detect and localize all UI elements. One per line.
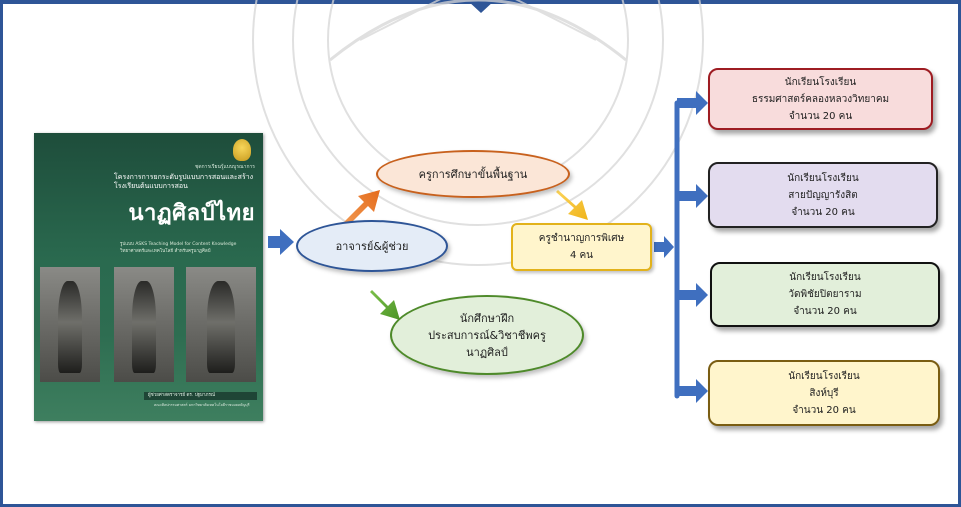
top-arrow-notch — [467, 0, 495, 13]
arrow-lecturer-to-basic-teacher — [344, 190, 380, 226]
dancer-photo — [114, 267, 174, 382]
school-box-line: นักเรียนโรงเรียน — [784, 76, 857, 88]
cover-subtitle: โครงการการยกระดับรูปแบบการสอนและสร้างโรง… — [114, 173, 254, 190]
school-box-1: นักเรียนโรงเรียน ธรรมศาสตร์คลองหลวงวิทยา… — [708, 68, 933, 130]
school-box-line: จำนวน 20 คน — [791, 206, 855, 218]
dancer-photo — [186, 267, 256, 382]
school-box-line: สายปัญญารังสิต — [788, 189, 858, 201]
basic-teacher-label: ครูการศึกษาขั้นพื้นฐาน — [418, 168, 528, 181]
arrow-to-school-2 — [677, 184, 708, 208]
basic-teacher-node: ครูการศึกษาขั้นพื้นฐาน — [376, 150, 570, 198]
cover-author: ผู้ช่วยศาสตราจารย์ ดร. ปฐมาภรณ์ — [144, 392, 257, 400]
expert-teacher-node: ครูชำนาญการพิเศษ 4 คน — [511, 223, 652, 271]
school-box-4: นักเรียนโรงเรียน สิงห์บุรี จำนวน 20 คน — [708, 360, 940, 426]
cover-credits: คณะศิลปกรรมศาสตร์ มหาวิทยาลัยเทคโนโลยีรา… — [154, 403, 250, 407]
student-teacher-line: นักศึกษาฝึก — [459, 311, 515, 325]
lecturer-node: อาจารย์&ผู้ช่วย — [296, 220, 448, 272]
arrow-lecturer-to-student-teacher — [370, 290, 400, 320]
school-box-line: นักเรียนโรงเรียน — [787, 172, 859, 184]
school-box-line: จำนวน 20 คน — [792, 404, 856, 416]
school-box-line: จำนวน 20 คน — [793, 306, 857, 317]
expert-teacher-line: ครูชำนาญการพิเศษ — [538, 233, 625, 244]
dancer-photo — [40, 267, 100, 382]
school-box-3: นักเรียนโรงเรียน วัดพิชัยปิตยาราม จำนวน … — [710, 262, 940, 327]
school-box-line: สิงห์บุรี — [809, 387, 839, 399]
arrow-basic-teacher-to-expert — [556, 190, 588, 220]
student-teacher-node: นักศึกษาฝึก ประสบการณ์&วิชาชีพครู นาฏศิล… — [390, 295, 584, 375]
arrow-expert-to-branch — [654, 236, 674, 258]
school-box-line: ธรรมศาสตร์คลองหลวงวิทยาคม — [751, 93, 890, 105]
school-box-line: จำนวน 20 คน — [788, 110, 853, 122]
arrow-to-school-1 — [677, 91, 708, 115]
lecturer-label: อาจารย์&ผู้ช่วย — [335, 240, 409, 253]
student-teacher-line: นาฏศิลป์ — [466, 345, 508, 359]
expert-teacher-line: 4 คน — [569, 250, 594, 261]
book-cover: ชุดการเรียนรู้แบบบูรณาการ โครงการการยกระ… — [34, 133, 263, 421]
arrow-to-school-4 — [677, 379, 708, 403]
student-teacher-line: ประสบการณ์&วิชาชีพครู — [428, 328, 546, 342]
cover-small-subtitle: ชุดการเรียนรู้แบบบูรณาการ — [195, 164, 255, 170]
school-box-line: วัดพิชัยปิตยาราม — [788, 289, 862, 300]
school-box-line: นักเรียนโรงเรียน — [788, 370, 860, 382]
cover-description: รูปแบบ ASKS Teaching Model for Content K… — [120, 242, 237, 254]
arrow-cover-to-lecturer — [268, 229, 294, 255]
university-logo-icon — [233, 139, 251, 161]
school-box-2: นักเรียนโรงเรียน สายปัญญารังสิต จำนวน 20… — [708, 162, 938, 228]
cover-title: นาฏศิลป์ไทย — [128, 201, 255, 226]
arrow-to-school-3 — [677, 283, 708, 307]
school-box-line: นักเรียนโรงเรียน — [789, 272, 861, 283]
